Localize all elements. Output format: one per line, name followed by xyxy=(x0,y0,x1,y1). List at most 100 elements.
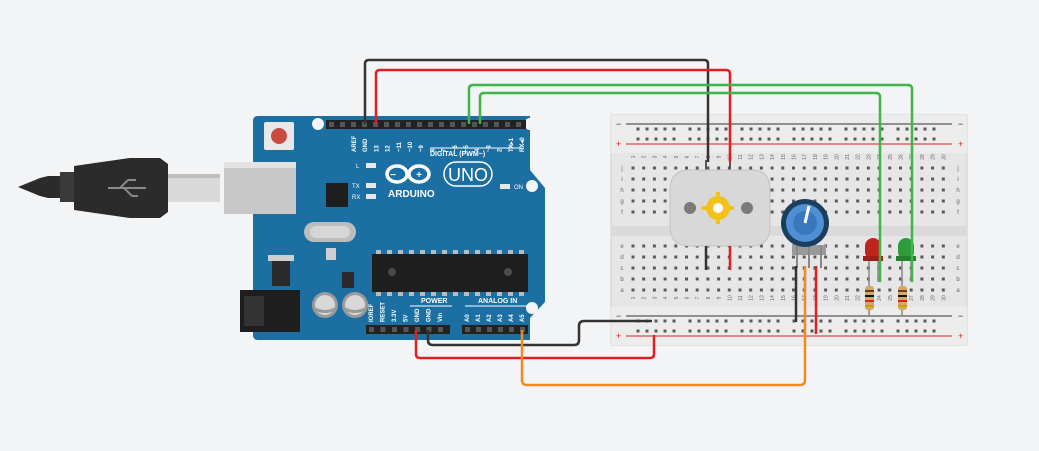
bb-hole[interactable] xyxy=(717,288,721,292)
bb-hole[interactable] xyxy=(792,166,795,170)
bb-hole[interactable] xyxy=(631,255,635,259)
header-hole[interactable] xyxy=(498,327,503,332)
bb-hole[interactable] xyxy=(931,255,935,259)
bb-hole[interactable] xyxy=(770,166,774,170)
rail-hole[interactable] xyxy=(749,127,753,131)
header-hole[interactable] xyxy=(392,327,397,332)
rail-hole[interactable] xyxy=(636,329,640,333)
rail-hole[interactable] xyxy=(663,137,667,141)
bb-hole[interactable] xyxy=(781,244,785,248)
bb-hole[interactable] xyxy=(834,188,838,192)
bb-hole[interactable] xyxy=(920,288,924,292)
rail-hole[interactable] xyxy=(749,319,753,323)
bb-hole[interactable] xyxy=(770,199,774,203)
wire-green-5-led[interactable] xyxy=(467,83,914,282)
bb-hole[interactable] xyxy=(941,266,945,270)
wire-green-4-led[interactable] xyxy=(478,91,882,282)
rail-hole[interactable] xyxy=(740,127,744,131)
bb-hole[interactable] xyxy=(749,288,753,292)
bb-hole[interactable] xyxy=(909,288,913,292)
bb-hole[interactable] xyxy=(888,266,892,270)
rail-hole[interactable] xyxy=(896,137,900,141)
bb-hole[interactable] xyxy=(931,188,935,192)
rail-hole[interactable] xyxy=(672,319,676,323)
bb-hole[interactable] xyxy=(652,177,656,181)
rail-hole[interactable] xyxy=(697,137,701,141)
rail-hole[interactable] xyxy=(706,329,710,333)
rail-hole[interactable] xyxy=(724,319,728,323)
bb-hole[interactable] xyxy=(845,199,849,203)
rail-hole[interactable] xyxy=(828,137,832,141)
breadboard[interactable]: − − + + − − + + 112233445566778899101011… xyxy=(610,114,968,346)
rail-hole[interactable] xyxy=(819,137,823,141)
bb-hole[interactable] xyxy=(759,288,763,292)
bb-hole[interactable] xyxy=(856,288,860,292)
rail-hole[interactable] xyxy=(672,127,676,131)
bb-hole[interactable] xyxy=(899,277,902,281)
bb-hole[interactable] xyxy=(941,177,945,181)
bb-hole[interactable] xyxy=(931,244,935,248)
rail-hole[interactable] xyxy=(819,329,823,333)
bb-hole[interactable] xyxy=(759,266,763,270)
bb-hole[interactable] xyxy=(663,277,667,281)
rail-hole[interactable] xyxy=(672,329,676,333)
bb-hole[interactable] xyxy=(652,255,656,259)
bb-hole[interactable] xyxy=(856,266,860,270)
bb-hole[interactable] xyxy=(631,177,635,181)
bb-hole[interactable] xyxy=(824,188,828,192)
rail-hole[interactable] xyxy=(792,329,796,333)
bb-hole[interactable] xyxy=(749,255,753,259)
bb-hole[interactable] xyxy=(727,277,731,281)
header-hole[interactable] xyxy=(384,122,389,127)
bb-hole[interactable] xyxy=(685,255,688,259)
bb-hole[interactable] xyxy=(888,199,892,203)
rail-hole[interactable] xyxy=(688,319,692,323)
rail-hole[interactable] xyxy=(758,127,762,131)
bb-hole[interactable] xyxy=(920,188,924,192)
rail-hole[interactable] xyxy=(636,127,640,131)
bb-hole[interactable] xyxy=(888,166,892,170)
bb-hole[interactable] xyxy=(792,266,795,270)
bb-hole[interactable] xyxy=(824,166,828,170)
rail-hole[interactable] xyxy=(645,329,649,333)
digital-header[interactable] xyxy=(326,120,526,129)
rail-hole[interactable] xyxy=(715,137,719,141)
bb-hole[interactable] xyxy=(931,177,935,181)
bb-hole[interactable] xyxy=(695,166,699,170)
rail-hole[interactable] xyxy=(880,127,884,131)
bb-hole[interactable] xyxy=(845,277,849,281)
header-hole[interactable] xyxy=(329,122,334,127)
bb-hole[interactable] xyxy=(856,244,860,248)
bb-hole[interactable] xyxy=(706,255,710,259)
bb-hole[interactable] xyxy=(824,288,828,292)
bb-hole[interactable] xyxy=(674,277,678,281)
bb-hole[interactable] xyxy=(674,255,678,259)
bb-hole[interactable] xyxy=(631,210,635,214)
bb-hole[interactable] xyxy=(802,177,806,181)
bb-hole[interactable] xyxy=(652,166,656,170)
rail-hole[interactable] xyxy=(844,329,848,333)
bb-hole[interactable] xyxy=(685,288,688,292)
bb-hole[interactable] xyxy=(941,166,945,170)
rail-hole[interactable] xyxy=(862,329,866,333)
bb-hole[interactable] xyxy=(663,177,667,181)
bb-hole[interactable] xyxy=(834,255,838,259)
bb-hole[interactable] xyxy=(631,277,635,281)
bb-hole[interactable] xyxy=(759,277,763,281)
rail-hole[interactable] xyxy=(853,137,857,141)
bb-hole[interactable] xyxy=(813,255,817,259)
bb-hole[interactable] xyxy=(685,166,688,170)
rail-hole[interactable] xyxy=(776,127,780,131)
bb-hole[interactable] xyxy=(931,166,935,170)
rail-hole[interactable] xyxy=(880,319,884,323)
rail-hole[interactable] xyxy=(828,329,832,333)
bb-hole[interactable] xyxy=(866,188,870,192)
bb-hole[interactable] xyxy=(685,266,688,270)
rail-hole[interactable] xyxy=(819,319,823,323)
bb-hole[interactable] xyxy=(824,277,828,281)
bb-hole[interactable] xyxy=(941,288,945,292)
rail-hole[interactable] xyxy=(776,137,780,141)
bb-hole[interactable] xyxy=(834,266,838,270)
bb-hole[interactable] xyxy=(781,277,785,281)
